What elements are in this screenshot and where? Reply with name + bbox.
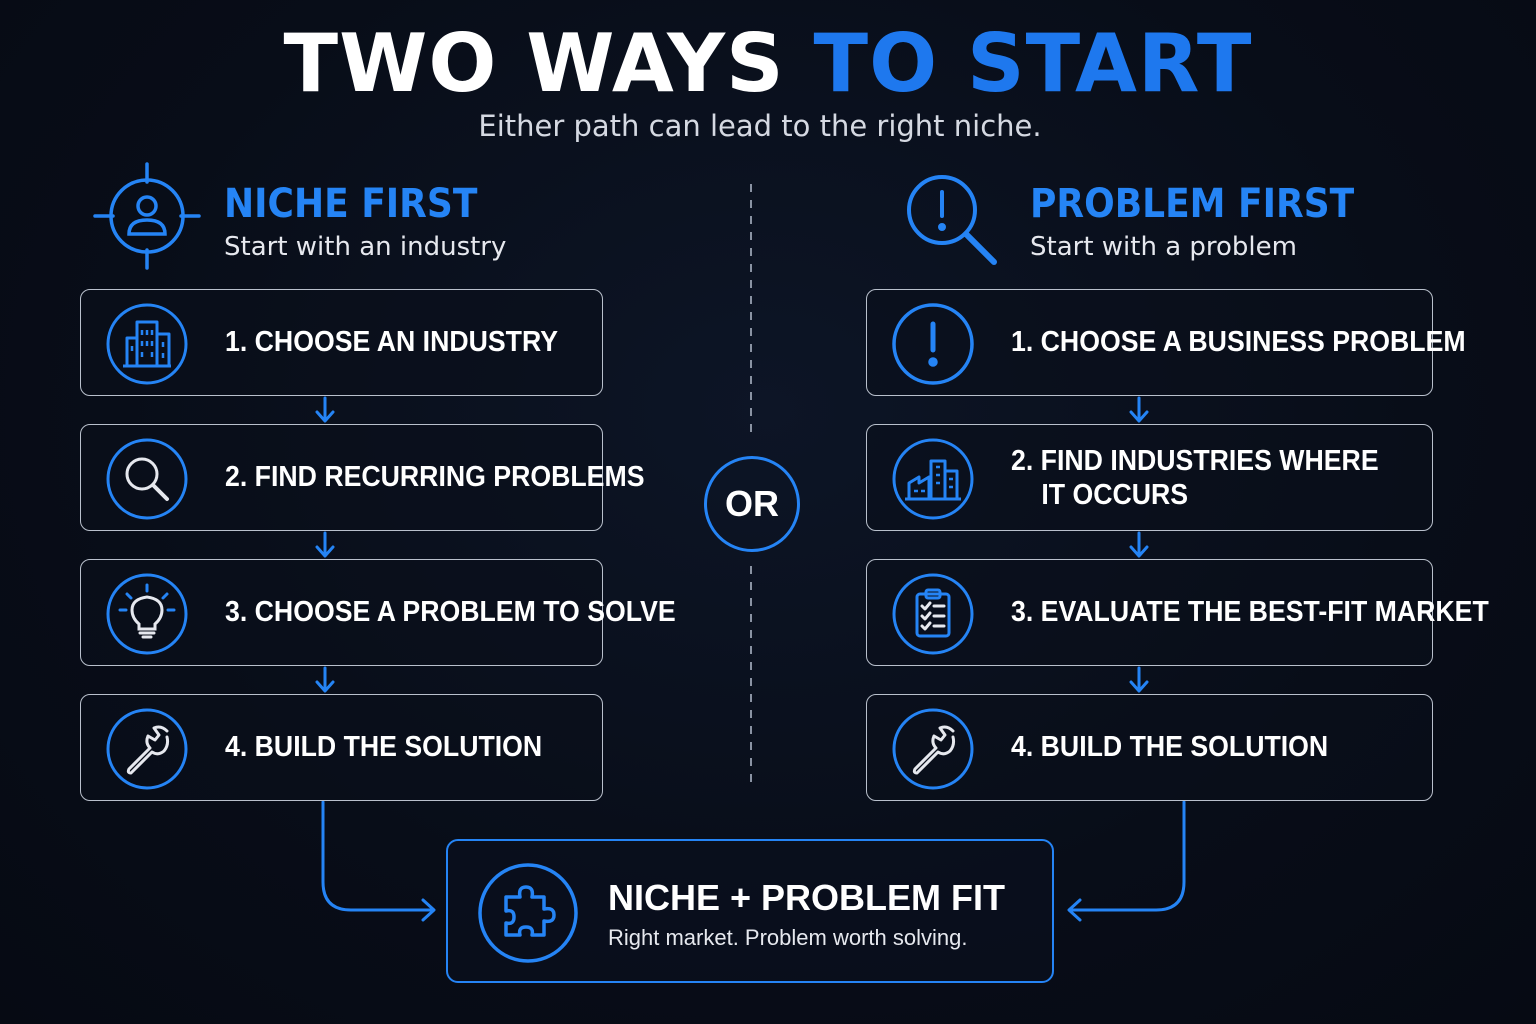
magnifier-icon	[105, 437, 189, 521]
right-step-4-label: 4. BUILD THE SOLUTION	[1011, 731, 1329, 763]
left-step-3-label: 3. CHOOSE A PROBLEM TO SOLVE	[225, 596, 676, 628]
page-subtitle: Either path can lead to the right niche.	[478, 109, 1042, 143]
left-step-4: 4. BUILD THE SOLUTION	[80, 694, 603, 801]
result-title: NICHE + PROBLEM FIT	[608, 877, 1006, 918]
arrow-down-right-3	[1129, 666, 1149, 693]
arrow-down-right-2	[1129, 531, 1149, 558]
page-title: TWO WAYS TO START	[0, 16, 1536, 112]
right-step-4: 4. BUILD THE SOLUTION	[866, 694, 1433, 801]
arrow-down-left-3	[315, 666, 335, 693]
target-person-icon	[93, 162, 201, 270]
title-accent: TO START	[813, 17, 1253, 110]
connector-right-to-fit	[1067, 800, 1186, 922]
magnifier-exclamation-icon	[900, 170, 1004, 274]
arrow-down-right-1	[1129, 396, 1149, 423]
wrench-icon	[891, 707, 975, 791]
result-subtitle: Right market. Problem worth solving.	[608, 925, 968, 950]
left-column-title: NICHE FIRST	[224, 181, 478, 227]
left-step-2: 2. FIND RECURRING PROBLEMS	[80, 424, 645, 531]
lightbulb-icon	[105, 572, 189, 656]
buildings-icon	[105, 302, 189, 386]
clipboard-checklist-icon	[891, 572, 975, 656]
left-column-subtitle: Start with an industry	[224, 232, 507, 262]
arrow-down-left-1	[315, 396, 335, 423]
right-step-1-label: 1. CHOOSE A BUSINESS PROBLEM	[1011, 326, 1466, 358]
puzzle-piece-icon	[476, 861, 580, 965]
exclamation-icon	[891, 302, 975, 386]
left-step-3: 3. CHOOSE A PROBLEM TO SOLVE	[80, 559, 676, 666]
left-step-1-label: 1. CHOOSE AN INDUSTRY	[225, 326, 559, 358]
factory-icon	[891, 437, 975, 521]
niche-problem-fit-box: NICHE + PROBLEM FIT Right market. Proble…	[446, 839, 1054, 983]
right-step-2-line1: 2. FIND INDUSTRIES WHERE	[1011, 444, 1379, 477]
left-step-2-label: 2. FIND RECURRING PROBLEMS	[225, 461, 645, 493]
left-step-4-label: 4. BUILD THE SOLUTION	[225, 731, 543, 763]
right-column-subtitle: Start with a problem	[1030, 232, 1297, 262]
or-badge: OR	[704, 456, 800, 552]
right-step-2-line2: IT OCCURS	[1041, 478, 1189, 511]
right-column-title: PROBLEM FIRST	[1030, 181, 1355, 227]
arrow-down-left-2	[315, 531, 335, 558]
right-step-1: 1. CHOOSE A BUSINESS PROBLEM	[866, 289, 1466, 396]
right-step-3: 3. EVALUATE THE BEST-FIT MARKET	[866, 559, 1489, 666]
connector-left-to-fit	[321, 800, 436, 922]
title-main: TWO WAYS	[283, 17, 785, 110]
left-step-1: 1. CHOOSE AN INDUSTRY	[80, 289, 603, 396]
right-step-3-label: 3. EVALUATE THE BEST-FIT MARKET	[1011, 596, 1489, 628]
wrench-icon	[105, 707, 189, 791]
